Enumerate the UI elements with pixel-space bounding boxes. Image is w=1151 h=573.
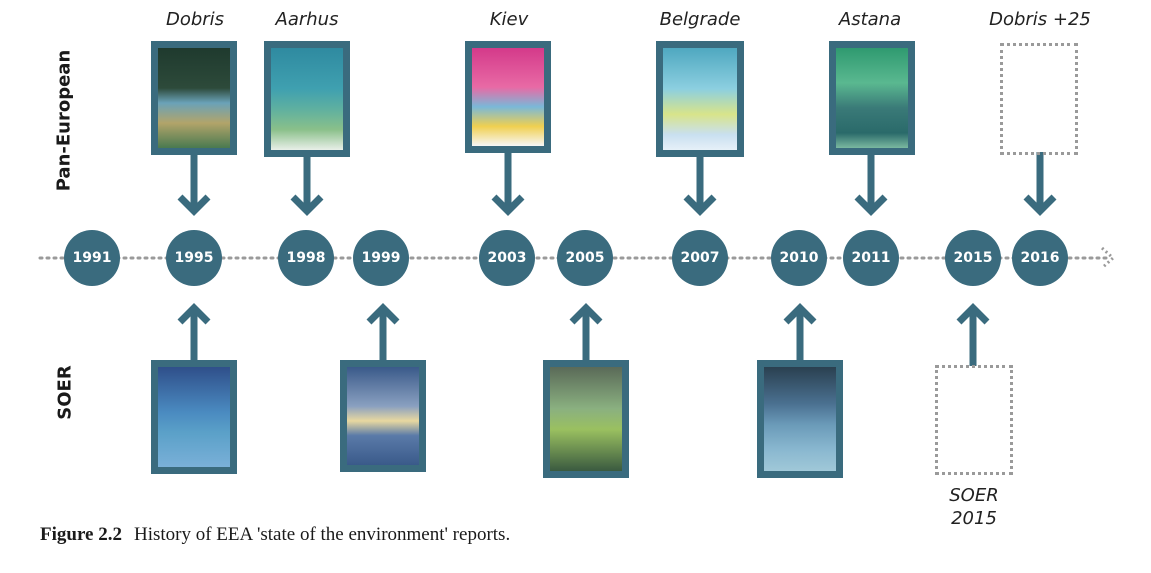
arrow-up-2010	[786, 308, 814, 362]
year-node-1995: 1995	[166, 230, 222, 286]
arrow-down-2007	[686, 157, 714, 211]
arrow-up-1995	[180, 308, 208, 362]
arrow-down-2003	[494, 153, 522, 211]
year-node-1998: 1998	[278, 230, 334, 286]
arrow-down-1995	[180, 155, 208, 211]
cover-aarhus	[264, 41, 350, 157]
year-node-2007: 2007	[672, 230, 728, 286]
city-label-belgrade: Belgrade	[660, 9, 741, 30]
year-node-2010: 2010	[771, 230, 827, 286]
figure-caption-label: Figure 2.2	[40, 524, 122, 545]
soer-2015-label-line1: SOER	[949, 484, 998, 507]
cover-placeholder-dobris-25	[1000, 43, 1078, 155]
figure-caption-text: History of EEA 'state of the environment…	[134, 524, 510, 545]
soer-2015-label-line2: 2015	[949, 507, 998, 530]
arrow-up-2015	[959, 308, 987, 366]
year-node-1999: 1999	[353, 230, 409, 286]
city-label-astana: Astana	[839, 9, 901, 30]
soer-2015-label: SOER 2015	[949, 484, 998, 530]
year-node-1991: 1991	[64, 230, 120, 286]
city-label-aarhus: Aarhus	[276, 9, 339, 30]
year-node-2011: 2011	[843, 230, 899, 286]
year-node-2015: 2015	[945, 230, 1001, 286]
cover-belgrade	[656, 41, 744, 157]
arrow-up-1999	[369, 308, 397, 362]
cover-soer-2005	[543, 360, 629, 478]
arrow-down-2016	[1026, 152, 1054, 211]
cover-soer-1999	[340, 360, 426, 472]
cover-soer-2010	[757, 360, 843, 478]
city-label-dobris: Dobris	[166, 9, 224, 30]
cover-soer-1995	[151, 360, 237, 474]
cover-placeholder-soer-2015	[935, 365, 1013, 475]
year-node-2005: 2005	[557, 230, 613, 286]
cover-kiev	[465, 41, 551, 153]
city-label-kiev: Kiev	[490, 9, 529, 30]
year-node-2003: 2003	[479, 230, 535, 286]
cover-dobris	[151, 41, 237, 155]
figure-caption: Figure 2.2 History of EEA 'state of the e…	[40, 524, 510, 546]
year-node-2016: 2016	[1012, 230, 1068, 286]
city-label-dobris-25: Dobris +25	[989, 9, 1091, 30]
arrow-down-1998	[293, 157, 321, 211]
arrow-down-2011	[857, 155, 885, 211]
cover-astana	[829, 41, 915, 155]
arrow-up-2005	[572, 308, 600, 362]
